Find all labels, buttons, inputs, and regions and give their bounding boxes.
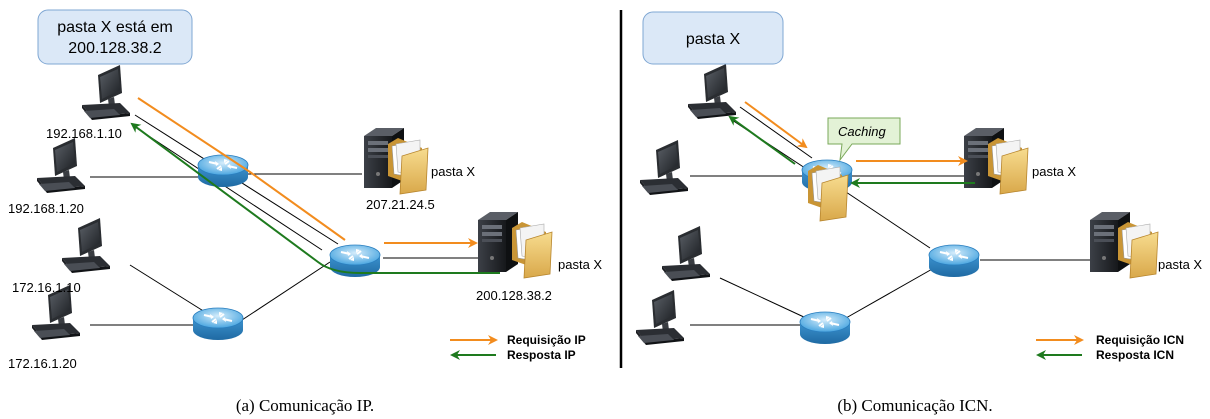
pc-172-16-1-10 [62,218,110,273]
folder-icon [511,221,553,279]
legend-icn-response-label: Resposta ICN [1096,348,1174,362]
pc4-ip-label: 172.16.1.20 [8,356,77,371]
router-bottom-right [799,311,851,345]
ip-response-path [130,122,500,274]
router-bottom-left [192,307,244,341]
server2-folder-label: pasta X [558,257,602,272]
ip-bubble [37,9,193,65]
legend-request-label: Requisição IP [507,333,586,347]
pc-icn-2 [640,140,688,195]
caption-ip: (a) Comunicação IP. [236,396,374,415]
router-top-left [197,154,249,188]
pc-icn-3 [662,226,710,281]
icn-response-2 [728,115,796,165]
pc1-ip-label: 192.168.1.10 [46,126,122,141]
pc-192-168-1-10 [82,65,130,120]
pc-icn-4 [636,290,684,345]
icn-links [690,106,1090,326]
server1-folder-label: pasta X [431,164,475,179]
pc3-ip-label: 172.16.1.10 [12,280,81,295]
icn-request-1 [744,101,808,149]
icn-bubble [642,11,784,65]
pc-192-168-1-20 [37,138,85,193]
caching-callout [827,117,901,162]
ip-bubble-line2: 200.128.38.2 [68,40,162,57]
pc2-ip-label: 192.168.1.20 [8,201,84,216]
legend-response-label: Resposta IP [507,348,576,362]
ip-links [90,114,480,326]
panel-icn: Caching pasta X pasta X pasta X Requisiç… [636,11,1202,415]
folder-icon [1117,221,1159,279]
ip-request-path [137,97,346,241]
icn-bubble-text: pasta X [686,31,741,48]
icn-server1-folder-label: pasta X [1032,164,1076,179]
server2-ip-label: 200.128.38.2 [476,288,552,303]
panel-ip: pasta X está em 200.128.38.2 192.168.1.1… [8,9,602,415]
icn-server2-folder-label: pasta X [1158,257,1202,272]
router-center-right [928,244,980,278]
ip-bubble-line1: pasta X está em [57,19,173,36]
server1-ip-label: 207.21.24.5 [366,197,435,212]
caching-label: Caching [838,124,886,139]
caption-icn: (b) Comunicação ICN. [837,396,992,415]
legend-icn-request-label: Requisição ICN [1096,333,1184,347]
pc-icn-1 [688,64,736,119]
